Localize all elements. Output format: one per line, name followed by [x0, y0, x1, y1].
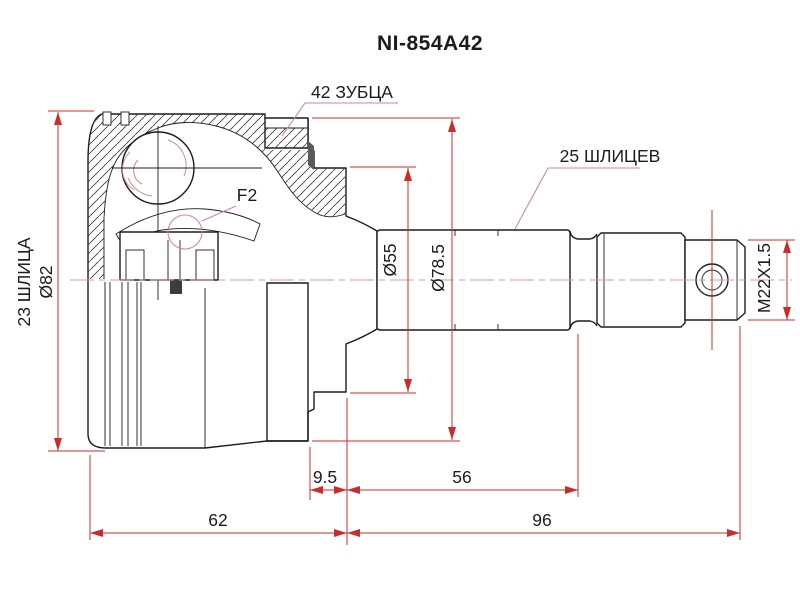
- inner-race-splines-label: 23 ШЛИЦА: [14, 237, 34, 326]
- bell-cavity-edge: [103, 122, 346, 279]
- bell-length-value: 62: [208, 510, 227, 530]
- rim-groove-notch: [102, 111, 112, 126]
- abs-teeth-label: 42 ЗУБЦА: [311, 82, 393, 102]
- bell-outer-diameter-value: Ø82: [36, 265, 56, 298]
- bell-section-hatch: [88, 114, 345, 279]
- inner-race: [119, 231, 219, 294]
- abs-ring-diameter-value: Ø78.5: [428, 244, 448, 292]
- boot-seat-diameter-value: Ø55: [380, 243, 400, 276]
- joint-internals: [112, 126, 262, 300]
- grease-balloon-circle: [167, 214, 203, 250]
- dim-thread: [748, 239, 795, 321]
- part-number-title: NI-854A42: [377, 32, 483, 55]
- leader-shaft-splines: [514, 167, 640, 230]
- boot-clamp-grooves: [104, 282, 206, 448]
- ball-grease-marks: [121, 139, 187, 197]
- leader-abs-teeth: [281, 102, 398, 137]
- abs-teeth-strip: [266, 282, 309, 442]
- shaft-section-length-value: 56: [452, 467, 471, 487]
- shaft-groove: [569, 230, 598, 330]
- rim-groove-notch: [120, 111, 130, 126]
- leader-grease: [201, 205, 237, 222]
- dim-row-lower: [90, 529, 740, 537]
- shaft-splines-label: 25 ШЛИЦЕВ: [560, 146, 661, 166]
- abs-ring-offset-value: 9.5: [313, 467, 337, 487]
- stem-length-value: 96: [532, 510, 551, 530]
- dim-row-upper: [310, 486, 578, 494]
- thread-spec-value: M22X1.5: [754, 243, 774, 313]
- spline-bore-end: [170, 280, 182, 294]
- dim-abs-ring-diameter: [312, 117, 460, 442]
- abs-tooth-ring: [264, 117, 314, 442]
- dim-boot-seat-diameter: [350, 166, 416, 394]
- dim-extension-lines: [89, 326, 741, 545]
- dim-bell-outer-diameter: [48, 110, 105, 452]
- abs-ring-step: [308, 141, 314, 170]
- grease-code-label: F2: [237, 185, 257, 205]
